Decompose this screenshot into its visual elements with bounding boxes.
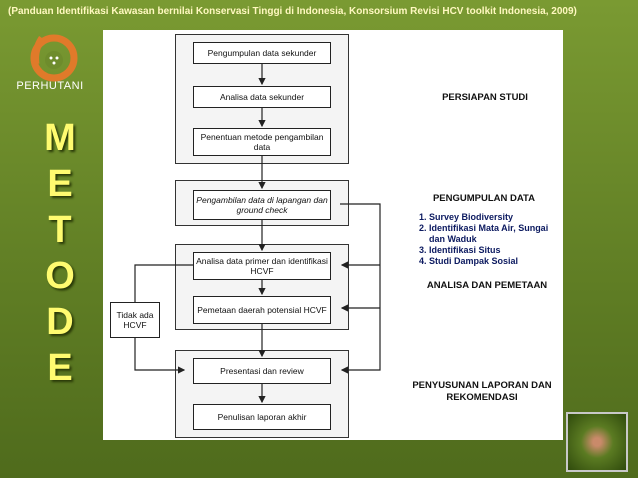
box-tidak-ada-hcvf: Tidak ada HCVF	[110, 302, 160, 338]
box-penentuan-metode: Penentuan metode pengambilan data	[193, 128, 331, 156]
metode-letter: T	[48, 209, 72, 251]
box-presentasi-review: Presentasi dan review	[193, 358, 331, 384]
stage-penyusunan-laporan: PENYUSUNAN LAPORAN DAN REKOMENDASI	[412, 380, 552, 403]
box-pengambilan-data: Pengambilan data di lapangan dan ground …	[193, 190, 331, 220]
box-analisa-data-sekunder: Analisa data sekunder	[193, 86, 331, 108]
slide-header: (Panduan Identifikasi Kawasan bernilai K…	[8, 6, 577, 17]
stage-persiapan-studi: PERSIAPAN STUDI	[442, 92, 528, 103]
metode-letter: M	[44, 117, 76, 159]
list-item: Identifikasi Mata Air, Sungai dan Waduk	[429, 223, 563, 245]
activity-list: Survey Biodiversity Identifikasi Mata Ai…	[395, 208, 563, 278]
bird-photo	[566, 412, 628, 472]
box-analisa-data-primer: Analisa data primer dan identifikasi HCV…	[193, 252, 331, 280]
stage-analisa-pemetaan: ANALISA DAN PEMETAAN	[426, 280, 548, 291]
perhutani-logo	[14, 30, 92, 100]
list-item: Studi Dampak Sosial	[429, 256, 563, 267]
metode-letter: O	[45, 255, 75, 297]
metode-letter: E	[47, 163, 73, 205]
box-pemetaan-daerah: Pemetaan daerah potensial HCVF	[193, 296, 331, 324]
metode-letter: E	[47, 347, 73, 389]
list-item: Survey Biodiversity	[429, 212, 563, 223]
stage-pengumpulan-data: PENGUMPULAN DATA	[432, 193, 536, 204]
box-pengumpulan-data-sekunder: Pengumpulan data sekunder	[193, 42, 331, 64]
metode-letter: D	[46, 301, 74, 343]
list-item: Identifikasi Situs	[429, 245, 563, 256]
logo-text: PERHUTANI	[16, 80, 84, 92]
metode-title: M E T O D E	[40, 115, 80, 391]
box-penulisan-laporan: Penulisan laporan akhir	[193, 404, 331, 430]
